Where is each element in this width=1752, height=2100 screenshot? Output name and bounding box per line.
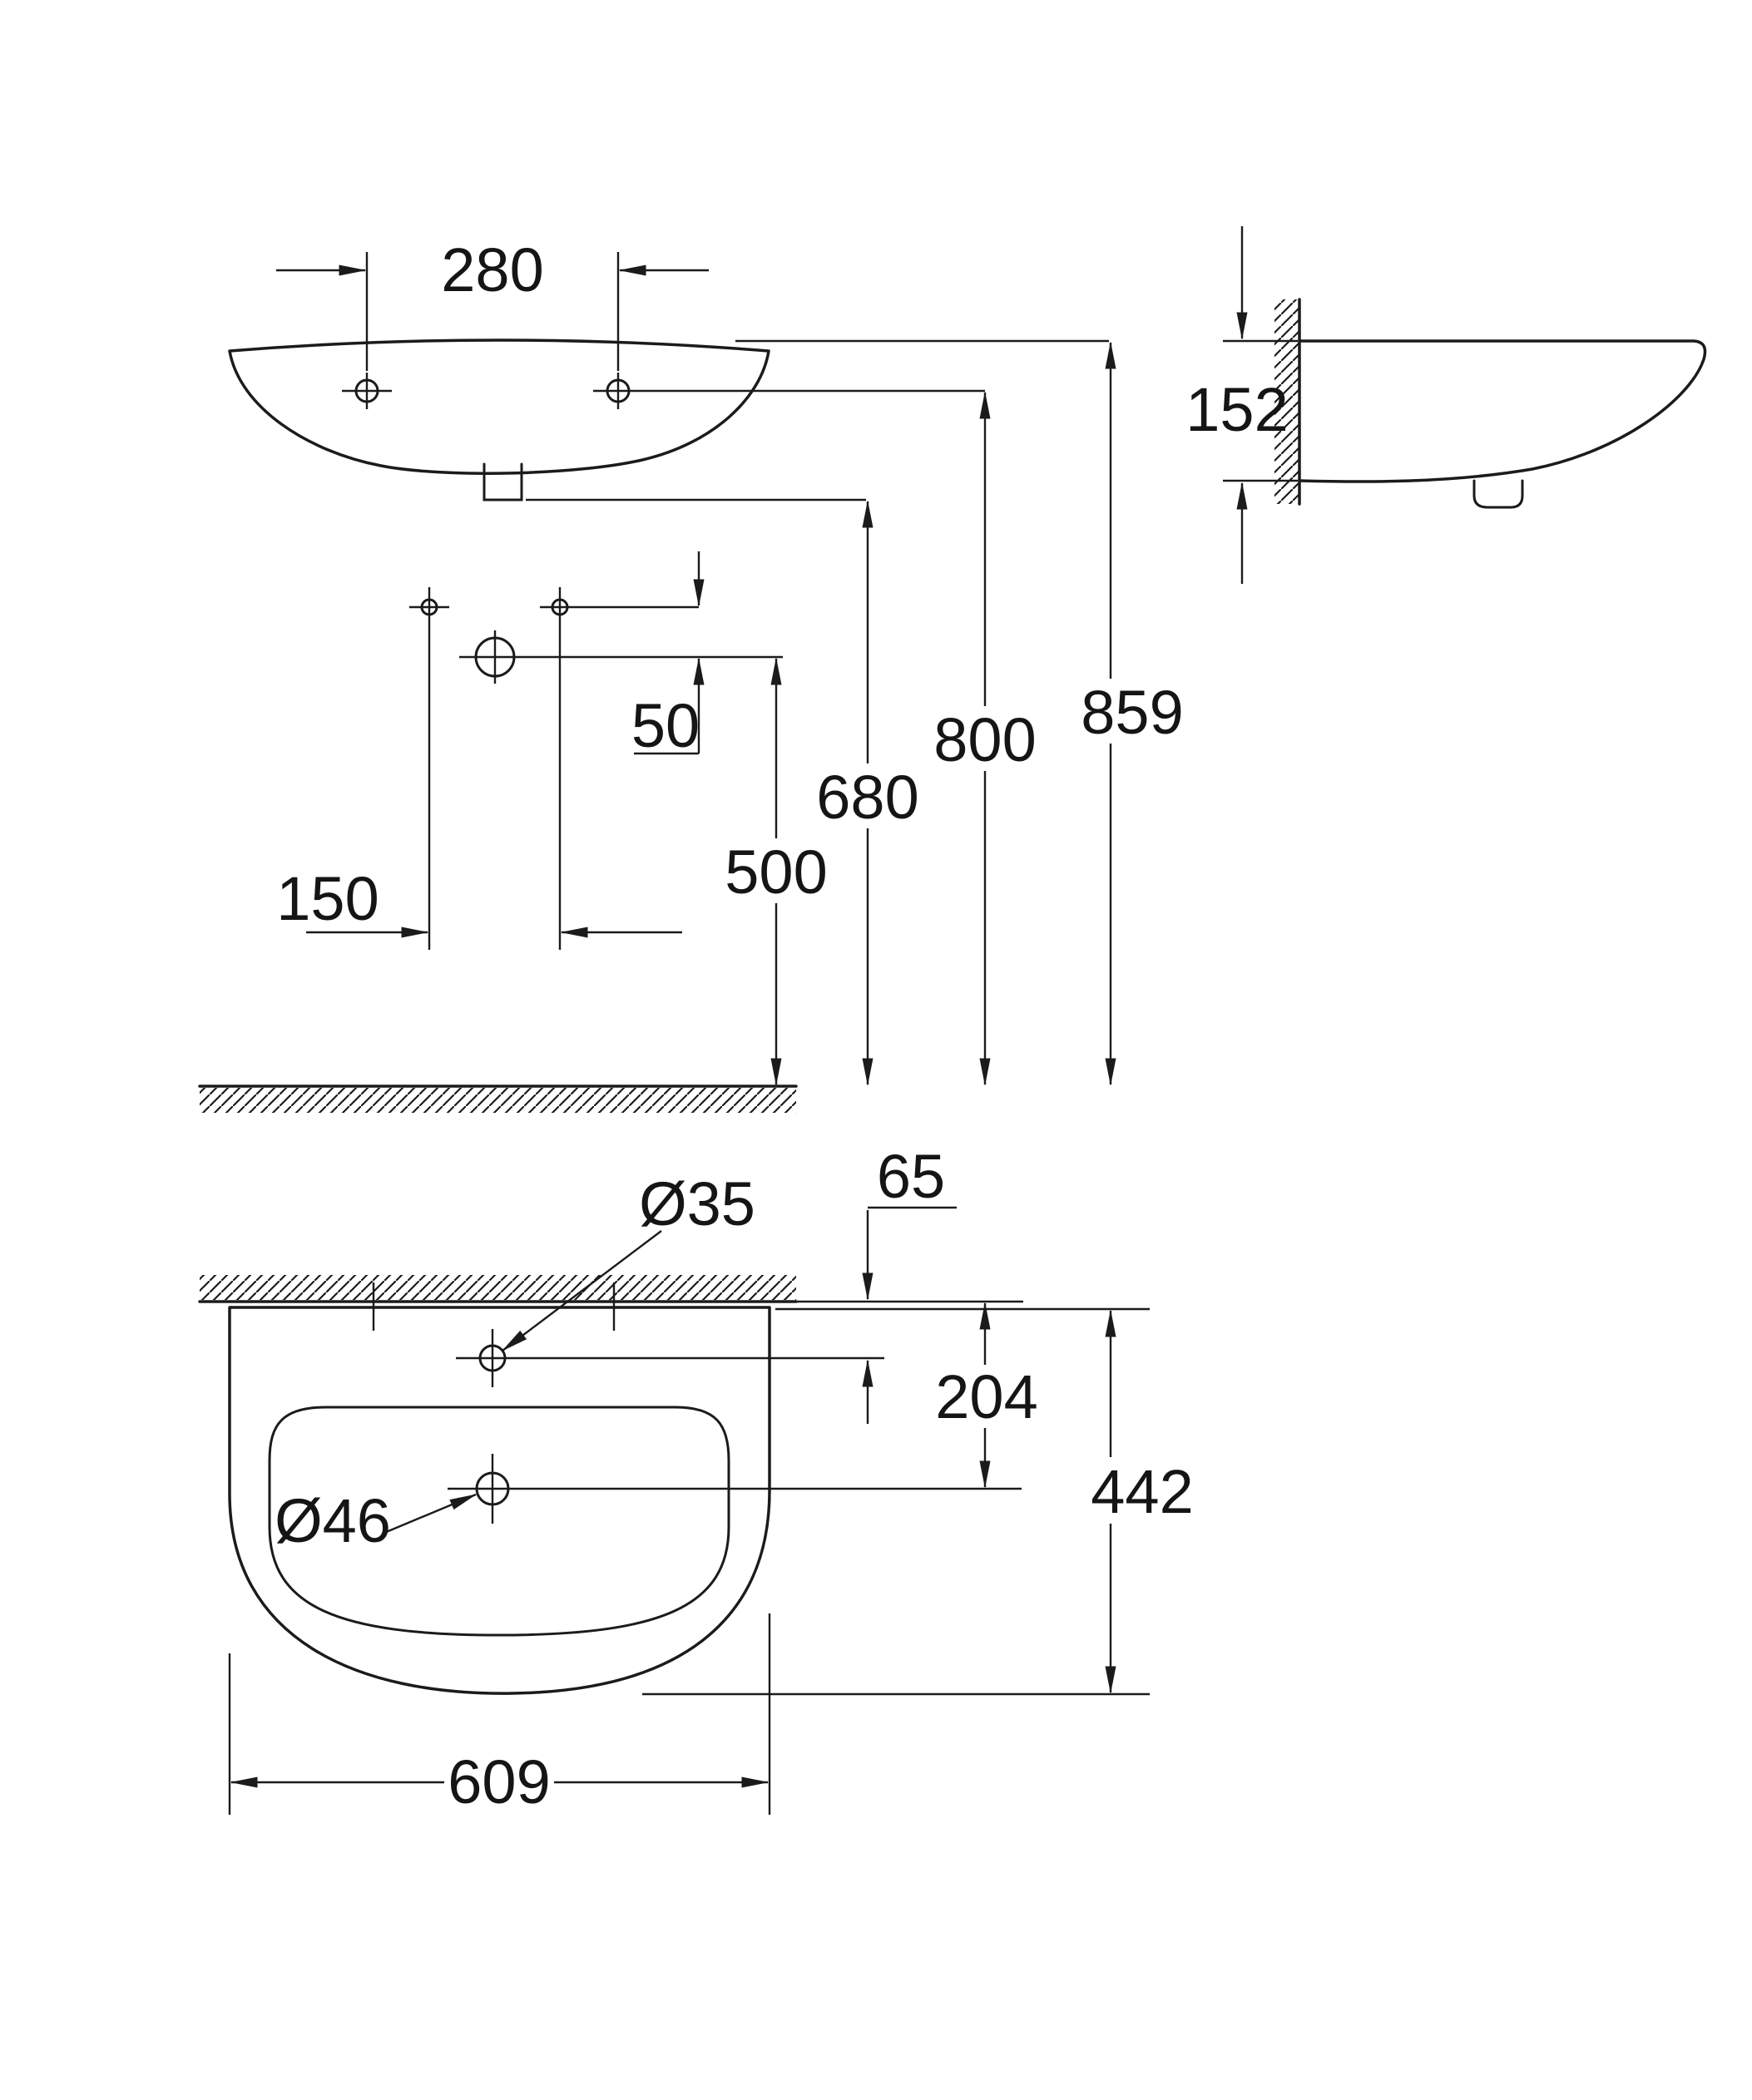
outlet-marker-plan — [448, 1454, 1022, 1524]
tap-hole-plan-cross-and-65-reference — [456, 1329, 884, 1387]
dim-859-label-bg — [1077, 679, 1187, 744]
fixing-hole-marker-left — [409, 587, 449, 950]
callout-tap-hole-diameter: Ø35 — [501, 1169, 755, 1351]
dim-609-label: 609 — [448, 1747, 550, 1816]
tap-hole-marker-left — [342, 373, 392, 409]
basin-side-drain-trap — [1472, 479, 1524, 509]
fixing-hole-left-cross — [409, 587, 449, 950]
dim-65-label: 65 — [877, 1142, 945, 1211]
dim-outlet-to-wall: 204 — [932, 1302, 1042, 1489]
tap-hole-marker-plan — [456, 1329, 884, 1387]
dim-tap-hole-spacing: 280 — [276, 235, 709, 371]
dim-tap-hole-height: 800 — [931, 391, 1039, 1086]
dim-basin-depth: 442 — [642, 1307, 1198, 1696]
dim-442-label: 442 — [1091, 1457, 1193, 1526]
dim-500-label-bg — [722, 838, 830, 903]
dim-442-extension-lines — [642, 1307, 1150, 1696]
basin-plan-inner-bowl — [268, 1406, 730, 1637]
wall-hatch-plan — [200, 1275, 796, 1300]
basin-side-profile — [1298, 339, 1707, 483]
dim-rim-height: 859 — [1077, 341, 1187, 1086]
dim-basin-height: 152 — [1185, 226, 1298, 584]
fixing-hole-marker-right — [540, 587, 699, 950]
dim-tap-hole-to-wall: 65 — [862, 1142, 957, 1424]
callout-46-leader — [384, 1493, 478, 1534]
dim-underside-height: 680 — [814, 500, 922, 1086]
callout-35-label: Ø35 — [639, 1169, 755, 1238]
dim-680-label: 680 — [816, 763, 918, 832]
floor — [198, 1085, 798, 1113]
dim-859-label: 859 — [1081, 678, 1183, 747]
dim-280-label: 280 — [441, 235, 543, 304]
floor-hatch — [200, 1088, 796, 1113]
dim-442-label-bg — [1086, 1457, 1198, 1524]
rim-centerline-ticks — [372, 1282, 616, 1331]
dim-outlet-height: 500 — [722, 657, 830, 1086]
dim-50-label: 50 — [631, 691, 700, 760]
outlet-marker-front — [459, 630, 783, 684]
dim-609-extension-lines — [228, 1613, 771, 1815]
dim-280-extension-lines — [365, 252, 620, 371]
dim-800-label: 800 — [933, 705, 1036, 774]
dim-680-label-bg — [814, 763, 922, 828]
wall-hatch-side — [1274, 299, 1299, 504]
dim-500-label: 500 — [725, 838, 827, 907]
dim-150-label: 150 — [276, 864, 379, 933]
plan-view: Ø35 Ø46 65 204 442 609 — [198, 1142, 1198, 1816]
callout-outlet-diameter: Ø46 — [275, 1486, 478, 1555]
basin-front-outline — [228, 338, 770, 475]
dim-152-extension-lines — [1223, 339, 1298, 482]
dim-204-label-bg — [932, 1365, 1042, 1428]
dim-fixing-hole-spacing: 150 — [276, 864, 682, 938]
callout-46-label: Ø46 — [275, 1486, 391, 1555]
fixing-hole-right-cross — [540, 587, 699, 950]
basin-plan-outer-outline — [228, 1306, 771, 1695]
dim-basin-width: 609 — [228, 1613, 771, 1816]
dim-fixing-to-outlet: 50 — [631, 551, 705, 760]
front-view: 280 150 50 — [198, 235, 1187, 1113]
dim-800-label-bg — [931, 706, 1039, 771]
tap-hole-left-cross — [342, 373, 392, 409]
dim-204-label: 204 — [935, 1362, 1037, 1431]
callout-35-leader — [501, 1230, 662, 1351]
tap-hole-marker-right — [593, 373, 985, 409]
side-view: 152 — [1185, 226, 1707, 584]
dim-152-label: 152 — [1185, 375, 1288, 444]
tap-hole-right-cross-and-800-reference — [593, 373, 985, 409]
basin-front-drain-tab — [483, 462, 523, 502]
outlet-plan-cross-and-204-reference — [448, 1454, 1022, 1524]
outlet-cross-and-500-reference — [459, 630, 783, 684]
dim-609-label-bg — [444, 1750, 554, 1815]
